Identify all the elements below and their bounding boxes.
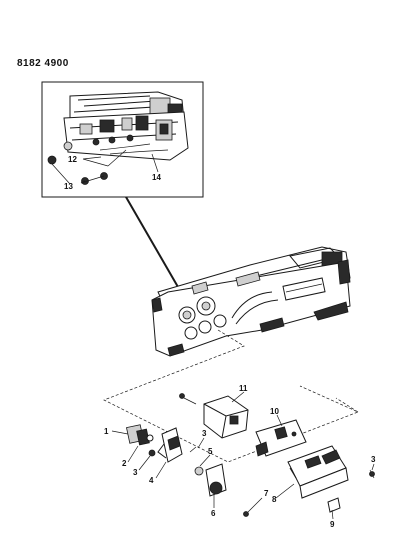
bulb-part-13a [47,155,57,165]
board-part-10 [255,419,307,457]
callout-6: 6 [211,509,216,518]
bulb-part-3-left [148,449,156,457]
callout-3-left: 3 [133,468,138,477]
detail-inset-frame [41,81,204,198]
exploded-parts [111,391,375,520]
callout-2: 2 [122,459,127,468]
callout-13: 13 [64,182,73,191]
screw-part-7 [243,497,263,517]
callout-10: 10 [270,407,279,416]
module-part-11 [203,395,249,439]
callout-1: 1 [104,427,109,436]
callout-3-right: 3 [371,455,376,464]
screw-part-3-right [369,469,375,479]
socket-part-2 [126,424,154,446]
callout-8: 8 [272,495,277,504]
callout-9: 9 [330,520,335,529]
inset-cluster-rear-view [47,91,189,185]
callout-14: 14 [152,173,161,182]
callout-5: 5 [208,447,213,456]
callout-12: 12 [68,155,77,164]
callout-3-mid: 3 [202,429,207,438]
rotary-switch-part-6 [205,463,227,497]
callout-11: 11 [239,384,248,393]
washer-part-5 [194,466,204,476]
assembly-dashed-outline [103,329,359,463]
control-panel-part-8 [287,445,349,499]
bracket-part-4 [157,427,183,463]
callout-7: 7 [264,489,269,498]
inset-pointer-line [125,196,179,288]
instrument-cluster [151,246,351,357]
catalog-number: 8182 4900 [17,58,69,69]
knob-part-9 [327,497,341,513]
callout-4: 4 [149,476,154,485]
screw-part-3-mid [189,446,197,453]
screw-part-11-left [179,393,197,405]
detail-inset: 12 13 14 [41,81,204,198]
